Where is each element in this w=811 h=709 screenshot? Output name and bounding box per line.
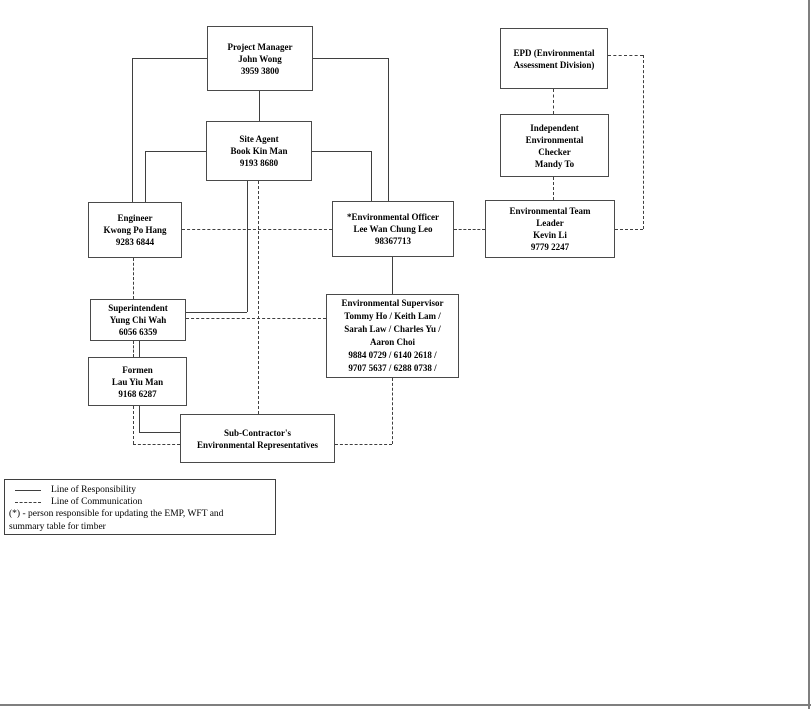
responsibility-line-segment [247,181,248,312]
node-text-line: Superintendent [108,303,168,313]
communication-line-segment [335,444,392,445]
communication-line-segment [133,444,180,445]
dashed-line-sample [15,501,41,503]
legend-note-line2: summary table for timber [9,521,106,532]
node-text-line: Independent [530,122,579,133]
communication-line-segment [133,406,134,444]
legend-responsibility-label: Line of Responsibility [51,484,136,495]
responsibility-line-segment [388,58,389,201]
communication-line-segment [258,181,259,414]
node-text-line: Lau Yiu Man [111,376,164,387]
node-text-line: Lee Wan Chung Leo [353,224,433,234]
node-text-line: EPD (Environmental [513,47,595,58]
communication-line-segment [454,229,485,230]
communication-line-segment [186,318,326,319]
communication-line-segment [553,89,554,114]
node-text-line: 3959 3800 [240,65,280,76]
node-text-line: *Environmental Officer [346,212,440,222]
responsibility-line-segment [313,58,388,59]
node-text-line: Kevin Li [533,230,567,240]
legend-responsibility-row: Line of Responsibility [9,484,271,496]
node-text-line: 9884 0729 / 6140 2618 / [348,350,437,360]
responsibility-line-segment [145,151,206,152]
node-text-line: Checker [538,146,571,157]
responsibility-line-segment [132,58,133,202]
node-text-line: Yung Chi Wah [109,315,167,325]
node-text-line: 9193 8680 [239,158,279,168]
responsibility-line-segment [312,151,371,152]
node-text-line: John Wong [238,53,282,64]
node-text-line: 9283 6844 [115,237,155,247]
node-text-line: Sub-Contractor's [224,427,291,438]
solid-line-sample [15,489,41,491]
responsibility-line-segment [139,341,140,357]
node-text-line: Leader [536,218,564,228]
node-text-line: 6056 6359 [118,327,158,337]
node-text-line: 9168 6287 [118,388,157,399]
node-text-line: Site Agent [239,134,279,144]
node-text-line: Environmental [525,134,584,145]
responsibility-line-segment [259,91,260,121]
responsibility-line-segment [145,151,146,202]
responsibility-line-segment [186,312,247,313]
node-text-line: Engineer [117,213,153,223]
node-text-line: 9779 2247 [530,242,570,252]
page-border-right [808,0,810,709]
communication-line-segment [608,55,643,56]
node-text-line: Tommy Ho / Keith Lam / [344,311,441,321]
responsibility-line-segment [139,406,140,432]
node-text-line: 98367713 [375,236,411,246]
responsibility-line-segment [132,58,207,59]
responsibility-line-segment [392,257,393,294]
legend-note-line1: (*) - person responsible for updating th… [9,509,224,519]
communication-line-segment [133,341,134,357]
node-text-line: Environmental Representatives [197,439,318,450]
node-text-line: Mandy To [534,158,575,169]
communication-line-segment [133,258,134,299]
node-text-line: Environmental Supervisor [341,298,444,308]
communication-line-segment [553,177,554,200]
legend-communication-row: Line of Communication [9,496,271,508]
node-text-line: Assessment Division) [513,59,595,70]
node-text-line: Kwong Po Hang [103,225,167,235]
communication-line-segment [392,378,393,444]
node-text-line: Book Kin Man [230,146,288,156]
communication-line-segment [615,229,643,230]
page-border-bottom [0,704,811,706]
communication-line-segment [643,55,644,229]
node-text-line: 9707 5637 / 6288 0738 / [348,363,437,373]
node-text-line: Formen [122,364,153,375]
responsibility-line-segment [139,432,180,433]
node-text-line: Sarah Law / Charles Yu / [344,324,441,334]
responsibility-line-segment [371,151,372,201]
node-text-line: Environmental Team [509,206,591,216]
node-text-line: Aaron Choi [369,337,416,347]
legend-communication-label: Line of Communication [51,496,143,507]
legend-box: Line of Responsibility Line of Communica… [4,479,276,535]
node-text-line: Project Manager [227,41,293,52]
communication-line-segment [182,229,332,230]
